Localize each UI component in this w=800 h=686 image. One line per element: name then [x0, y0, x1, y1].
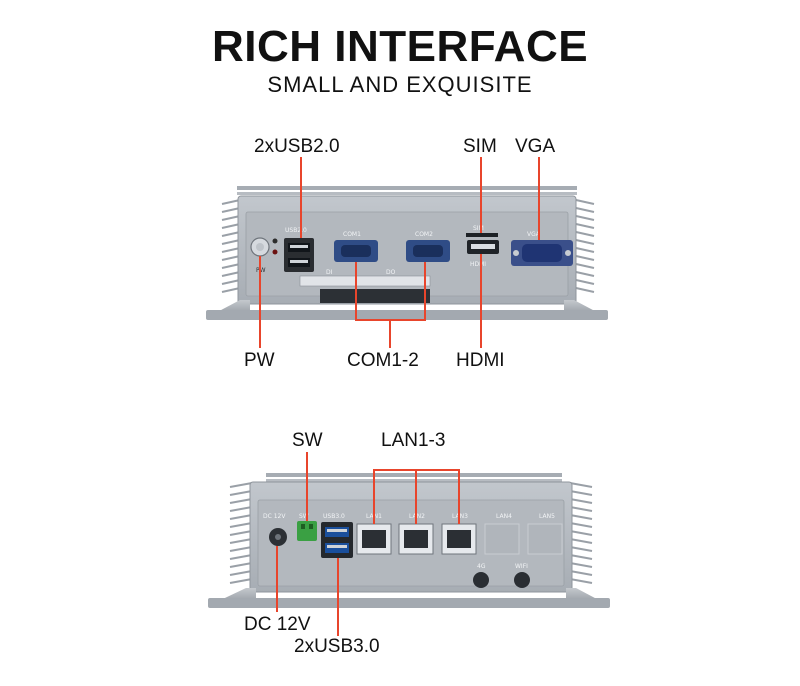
vga-print: VGA — [527, 231, 541, 238]
callout-sw: SW — [292, 430, 323, 451]
lan3-print: LAN3 — [452, 513, 468, 520]
subheadline: SMALL AND EXQUISITE — [267, 72, 533, 97]
led-indicator — [272, 249, 278, 255]
rear-device: DC 12V SW USB3.0 LAN1 LAN2 LAN3 LAN4 LAN… — [208, 473, 610, 608]
lan2-print: LAN2 — [409, 513, 425, 520]
front-device: PW USB2.0 DI DO COM1 COM2 SIM HDMI VGA — [206, 186, 608, 320]
sw-terminal — [297, 521, 317, 541]
callout-sim: SIM — [463, 136, 497, 157]
callout-hdmi: HDMI — [456, 350, 505, 371]
4g-antenna — [473, 572, 489, 588]
front-left-fins — [221, 199, 241, 293]
front-callout-lines — [259, 157, 540, 348]
callout-com: COM1-2 — [347, 350, 419, 371]
sw-print: SW — [299, 513, 309, 520]
lan4-print: LAN4 — [496, 513, 512, 520]
com2-print: COM2 — [415, 231, 433, 238]
4g-print: 4G — [477, 563, 486, 570]
wifi-antenna — [514, 572, 530, 588]
hdmi-print: HDMI — [470, 261, 486, 268]
usb2-print: USB2.0 — [285, 227, 307, 234]
expansion-slot — [320, 289, 430, 303]
do-print: DO — [386, 269, 396, 276]
sim-print: SIM — [473, 225, 484, 232]
lan5-print: LAN5 — [539, 513, 555, 520]
usb3-print: USB3.0 — [323, 513, 345, 520]
callout-vga: VGA — [515, 136, 556, 157]
front-top-fins — [237, 186, 577, 195]
rear-left-fins — [229, 482, 253, 584]
callout-usb3: 2xUSB3.0 — [294, 636, 380, 657]
dc-print: DC 12V — [263, 513, 286, 520]
led-indicator — [272, 238, 278, 244]
sim-slot — [466, 233, 498, 237]
dio-terminal-strip — [299, 275, 431, 287]
rear-right-fins — [569, 482, 593, 584]
lan5-blank — [527, 523, 563, 555]
com1-print: COM1 — [343, 231, 361, 238]
headline: RICH INTERFACE — [211, 22, 589, 71]
callout-lan: LAN1-3 — [381, 430, 446, 451]
callout-dc: DC 12V — [244, 614, 311, 635]
callout-pw: PW — [244, 350, 275, 371]
lan4-blank — [484, 523, 520, 555]
rear-callout-lines — [276, 452, 460, 636]
callout-usb2: 2xUSB2.0 — [254, 136, 340, 157]
di-print: DI — [326, 269, 333, 276]
wifi-print: WIFI — [515, 563, 528, 570]
front-right-fins — [575, 199, 595, 293]
